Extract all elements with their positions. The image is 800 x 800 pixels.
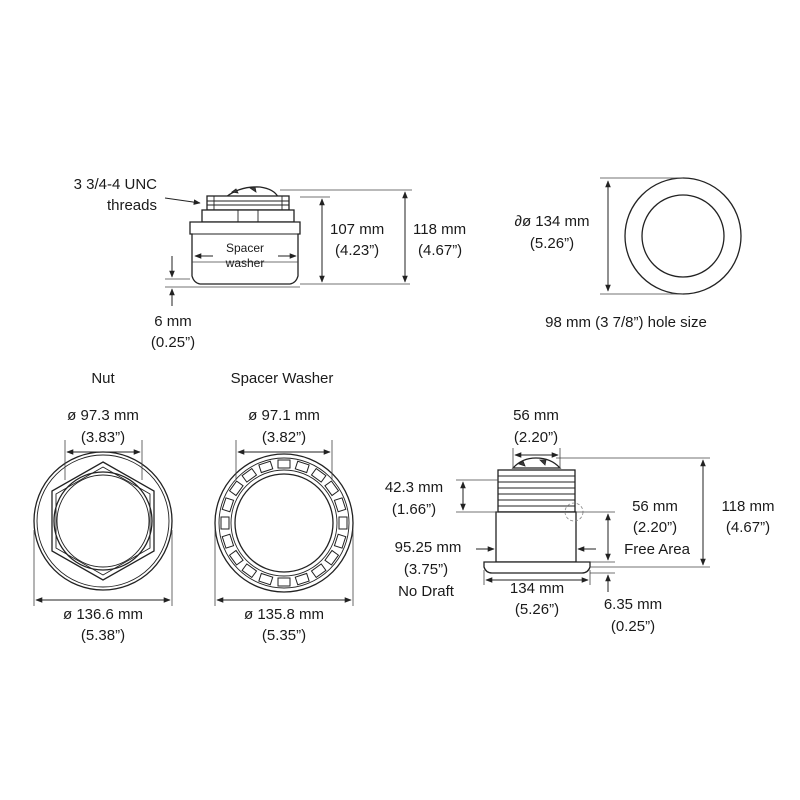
spacer-washer-slot — [324, 480, 340, 497]
spacer-washer-slot — [258, 572, 274, 586]
spacer-washer-slot — [228, 480, 244, 497]
spacer-washer-drawing — [214, 440, 354, 606]
flange-thickness-mm: 6.35 mm — [604, 596, 662, 613]
body-diameter-in: (3.75”) — [404, 561, 448, 578]
thread-label-2: threads — [107, 197, 157, 214]
spacer-washer-slot — [310, 563, 327, 579]
thread-height-mm: 42.3 mm — [385, 479, 443, 496]
spacer-washer-label: Spacer — [226, 241, 264, 255]
flange-diameter-mm: 134 mm — [510, 580, 564, 597]
total-height-mm: 118 mm — [721, 498, 774, 515]
nut-drawing — [33, 440, 173, 606]
free-area-label: Free Area — [624, 541, 691, 558]
spacer-washer-outer-mm: ø 135.8 mm — [244, 606, 324, 623]
spacer-washer-slot — [277, 577, 291, 587]
nut-outer-mm: ø 136.6 mm — [63, 606, 143, 623]
spacer-washer-slot — [221, 533, 235, 549]
spacer-washer-slot — [294, 572, 310, 586]
nut-outer-in: (5.38”) — [81, 627, 125, 644]
gap-6-in: (0.25”) — [151, 334, 195, 351]
top-view-drawing — [600, 177, 742, 295]
spacer-washer-slot — [221, 497, 235, 513]
top-view-diameter-mm: ∂ø 134 mm — [515, 213, 590, 230]
thread-height-in: (1.66”) — [392, 501, 436, 518]
spacer-washer-slot — [333, 533, 347, 549]
top-width-mm: 56 mm — [513, 407, 559, 424]
spacer-washer-slot — [333, 497, 347, 513]
total-height-in: (4.67”) — [726, 519, 770, 536]
side-view-drawing — [189, 186, 301, 285]
spacer-washer-slot — [241, 467, 258, 483]
height-118-in: (4.67”) — [418, 242, 462, 259]
spacer-washer-title: Spacer Washer — [231, 370, 334, 387]
nut-title: Nut — [91, 370, 115, 387]
no-draft-label: No Draft — [398, 583, 455, 600]
flange-diameter-in: (5.26”) — [515, 601, 559, 618]
gap-6-mm: 6 mm — [154, 313, 192, 330]
side-view-dimensions — [164, 189, 412, 306]
height-107-in: (4.23”) — [335, 242, 379, 259]
free-area-mm: 56 mm — [632, 498, 678, 515]
spacer-washer-inner-mm: ø 97.1 mm — [248, 407, 320, 424]
nut-inner-mm: ø 97.3 mm — [67, 407, 139, 424]
free-area-in: (2.20”) — [633, 519, 677, 536]
spacer-washer-slot — [228, 549, 244, 566]
body-diameter-mm: 95.25 mm — [395, 539, 462, 556]
spacer-washer-slots — [220, 459, 348, 587]
height-118-mm: 118 mm — [413, 221, 466, 238]
spacer-washer-slot — [277, 459, 291, 469]
hole-size-label: 98 mm (3 7/8”) hole size — [545, 314, 707, 331]
top-width-in: (2.20”) — [514, 429, 558, 446]
spacer-washer-slot — [258, 460, 274, 474]
spacer-washer-slot — [294, 460, 310, 474]
nut-inner-in: (3.83”) — [81, 429, 125, 446]
spacer-washer-outer-in: (5.35”) — [262, 627, 306, 644]
spacer-washer-inner-in: (3.82”) — [262, 429, 306, 446]
spacer-washer-slot — [220, 516, 230, 530]
spacer-washer-slot — [310, 467, 327, 483]
spacer-washer-slot — [241, 563, 258, 579]
spacer-washer-label-2: washer — [225, 256, 265, 270]
spacer-washer-slot — [324, 549, 340, 566]
height-107-mm: 107 mm — [330, 221, 384, 238]
flange-thickness-in: (0.25”) — [611, 618, 655, 635]
top-view-diameter-in: (5.26”) — [530, 235, 574, 252]
profile-view-drawing — [456, 448, 710, 592]
spacer-washer-slot — [338, 516, 348, 530]
thread-label: 3 3/4-4 UNC — [74, 176, 158, 193]
